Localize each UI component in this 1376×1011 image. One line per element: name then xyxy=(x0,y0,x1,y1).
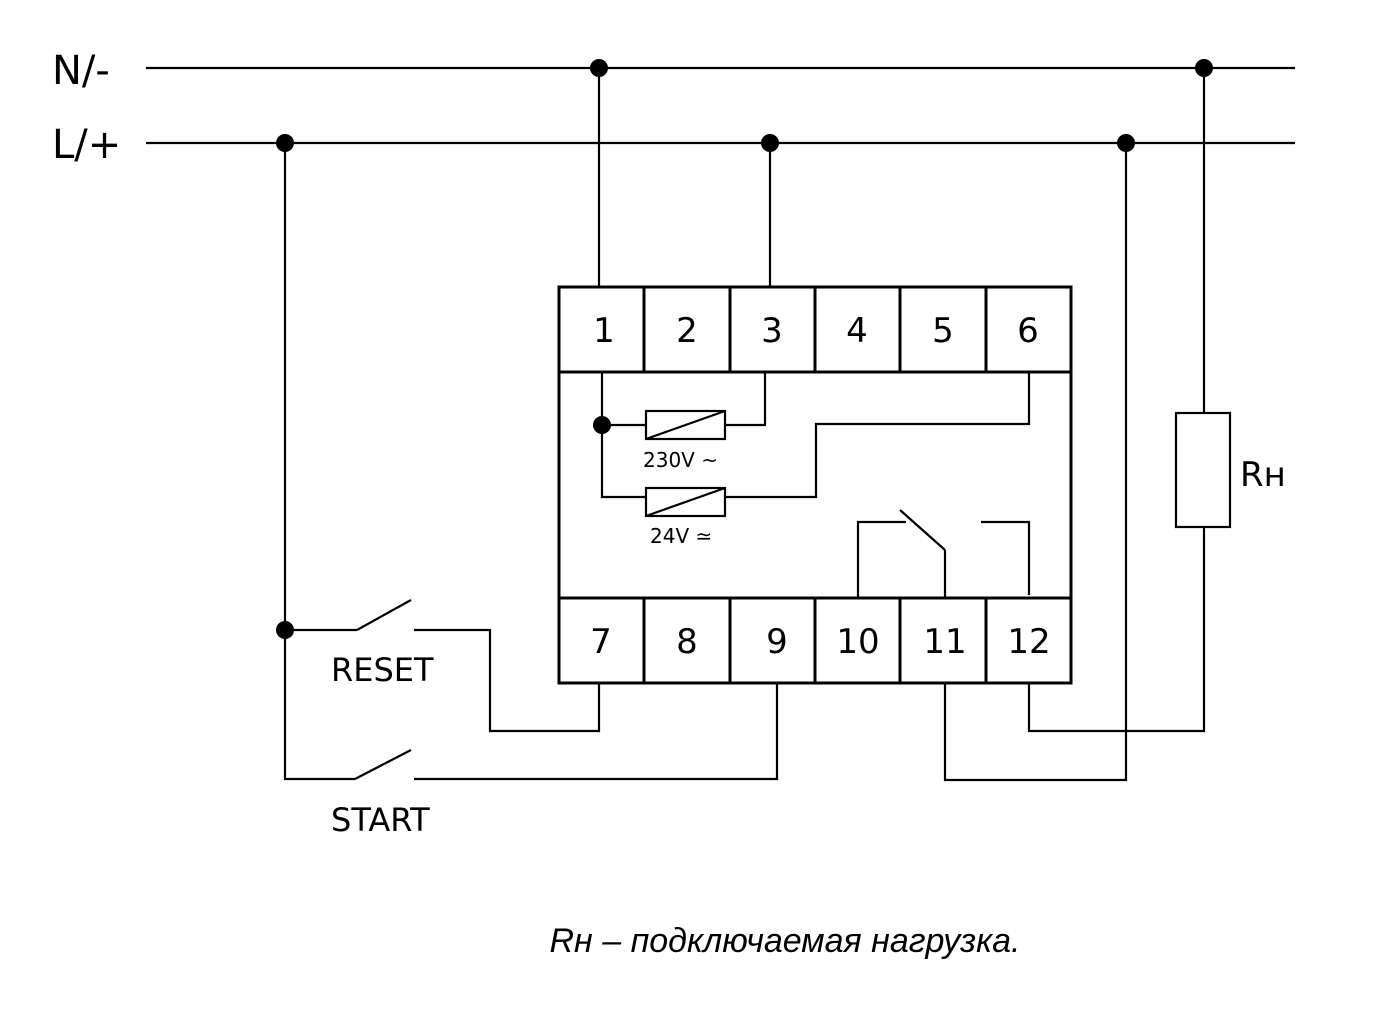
terminal-6: 6 xyxy=(1017,311,1039,351)
terminal-5: 5 xyxy=(932,311,954,351)
caption: Rн – подключаемая нагрузка. xyxy=(550,922,1021,960)
internal-wire-terminal-6 xyxy=(725,372,1031,499)
wire-terminal-11-to-l xyxy=(943,143,1128,782)
line-rail-label: L/+ xyxy=(52,122,121,168)
reset-switch xyxy=(285,599,601,733)
load-label: Rн xyxy=(1240,455,1286,495)
junction-dot xyxy=(593,416,611,434)
bottom-terminal-row xyxy=(559,596,1071,683)
coil-230v-label: 230V ~ xyxy=(643,448,718,472)
terminal-2: 2 xyxy=(676,311,698,351)
reset-label: RESET xyxy=(331,651,434,689)
terminal-10: 10 xyxy=(836,622,879,662)
wire-l-to-switches xyxy=(283,143,355,781)
start-switch xyxy=(354,683,779,781)
terminal-11: 11 xyxy=(923,622,966,662)
terminal-1: 1 xyxy=(593,311,615,351)
start-label: START xyxy=(331,801,430,839)
load-resistor xyxy=(1174,411,1232,529)
top-terminal-row xyxy=(559,287,1071,374)
terminal-8: 8 xyxy=(676,622,698,662)
neutral-rail-label: N/- xyxy=(52,48,110,94)
coil-24v xyxy=(644,486,727,518)
coil-24v-label: 24V ≃ xyxy=(650,524,712,548)
terminal-4: 4 xyxy=(846,311,868,351)
terminal-3: 3 xyxy=(761,311,783,351)
coil-230v xyxy=(644,409,727,441)
terminal-9: 9 xyxy=(766,622,788,662)
terminal-12: 12 xyxy=(1007,622,1050,662)
relay-contact xyxy=(856,509,1031,598)
internal-wire-terminal-3 xyxy=(725,372,767,427)
wire-terminal-12-to-load xyxy=(1027,527,1206,733)
internal-wire-terminal-1 xyxy=(600,372,646,499)
terminal-7: 7 xyxy=(590,622,612,662)
